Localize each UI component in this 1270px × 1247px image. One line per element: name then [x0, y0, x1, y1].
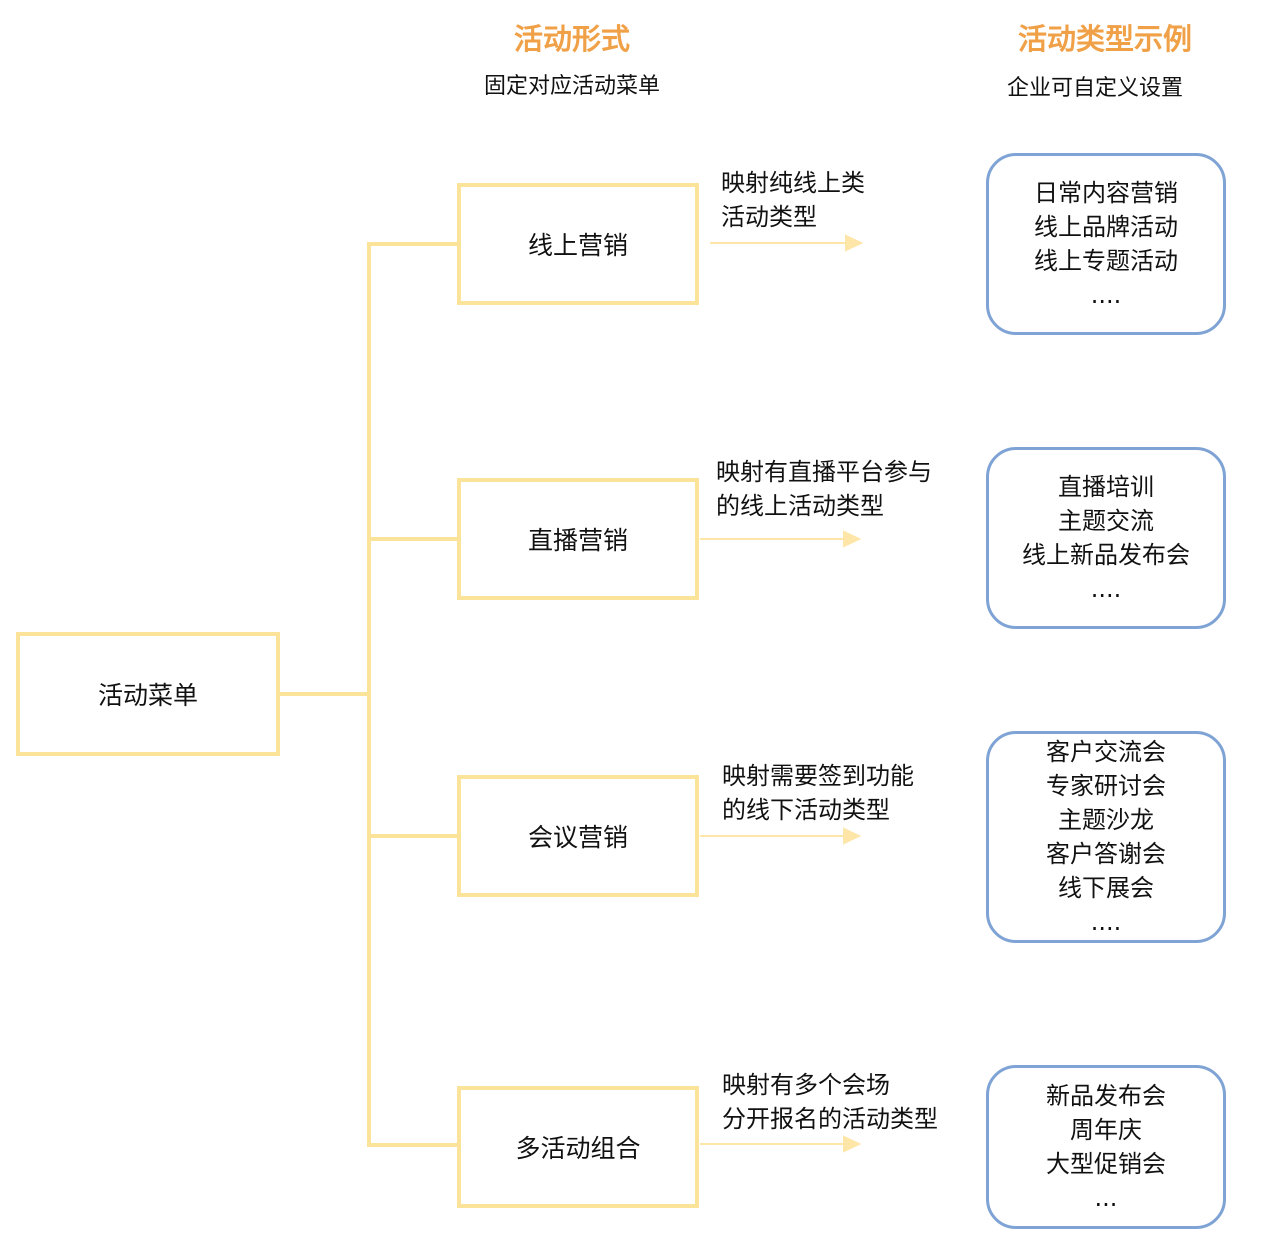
mapping-label: 映射有直播平台参与 的线上活动类型	[716, 455, 932, 523]
mapping-line: 映射需要签到功能	[722, 762, 914, 790]
mapping-line: 活动类型	[721, 203, 817, 231]
mapping-line: 映射有直播平台参与	[716, 458, 932, 486]
arrow-head-1	[845, 234, 864, 252]
example-item: 大型促销会	[1046, 1150, 1166, 1178]
example-box-conference: 客户交流会 专家研讨会 主题沙龙 客户答谢会 线下展会 ....	[986, 731, 1226, 943]
mapping-label: 映射需要签到功能 的线下活动类型	[722, 759, 914, 827]
example-item: 主题交流	[1058, 507, 1154, 535]
example-item: 专家研讨会	[1046, 772, 1166, 800]
arrow-head-4	[843, 1135, 862, 1153]
example-item: 客户答谢会	[1046, 840, 1166, 868]
example-item: 日常内容营销	[1034, 179, 1178, 207]
example-item: 新品发布会	[1046, 1082, 1166, 1110]
form-node-label: 直播营销	[527, 526, 628, 555]
form-node-label: 多活动组合	[515, 1134, 641, 1163]
example-item: 主题沙龙	[1058, 806, 1154, 834]
example-item: ....	[1090, 281, 1122, 309]
example-item: 线上专题活动	[1034, 247, 1178, 275]
example-box-multi: 新品发布会 周年庆 大型促销会 ...	[986, 1065, 1226, 1229]
example-box-live: 直播培训 主题交流 线上新品发布会 ....	[986, 447, 1226, 629]
mapping-label: 映射纯线上类 活动类型	[721, 166, 865, 234]
example-item: 线上新品发布会	[1022, 541, 1190, 569]
root-node-activity-menu: 活动菜单	[16, 632, 280, 756]
mapping-line: 分开报名的活动类型	[722, 1105, 938, 1133]
example-item: 直播培训	[1058, 473, 1154, 501]
form-node-conference-marketing: 会议营销	[457, 775, 699, 897]
arrow-head-2	[843, 530, 862, 548]
example-item: 周年庆	[1070, 1116, 1142, 1144]
types-column-subtitle: 企业可自定义设置	[1006, 76, 1183, 101]
mapping-line: 映射纯线上类	[721, 169, 865, 197]
form-node-multi-activity: 多活动组合	[457, 1086, 699, 1208]
mapping-line: 的线下活动类型	[722, 796, 890, 824]
forms-column-title: 活动形式	[513, 22, 630, 56]
form-node-label: 线上营销	[527, 231, 628, 260]
form-node-label: 会议营销	[527, 823, 628, 852]
form-node-online-marketing: 线上营销	[457, 183, 699, 305]
example-item: ....	[1090, 575, 1122, 603]
root-node-label: 活动菜单	[97, 681, 198, 710]
example-item: ....	[1090, 908, 1122, 936]
mapping-line: 的线上活动类型	[716, 492, 884, 520]
forms-column-subtitle: 固定对应活动菜单	[483, 74, 660, 99]
example-item: ...	[1094, 1184, 1118, 1212]
form-node-live-marketing: 直播营销	[457, 478, 699, 600]
types-column-title: 活动类型示例	[1017, 22, 1192, 56]
mapping-label: 映射有多个会场 分开报名的活动类型	[722, 1068, 938, 1136]
arrow-head-3	[843, 827, 862, 845]
example-box-online: 日常内容营销 线上品牌活动 线上专题活动 ....	[986, 153, 1226, 335]
example-item: 线上品牌活动	[1034, 213, 1178, 241]
example-item: 客户交流会	[1046, 738, 1166, 766]
mapping-line: 映射有多个会场	[722, 1071, 890, 1099]
example-item: 线下展会	[1058, 874, 1154, 902]
